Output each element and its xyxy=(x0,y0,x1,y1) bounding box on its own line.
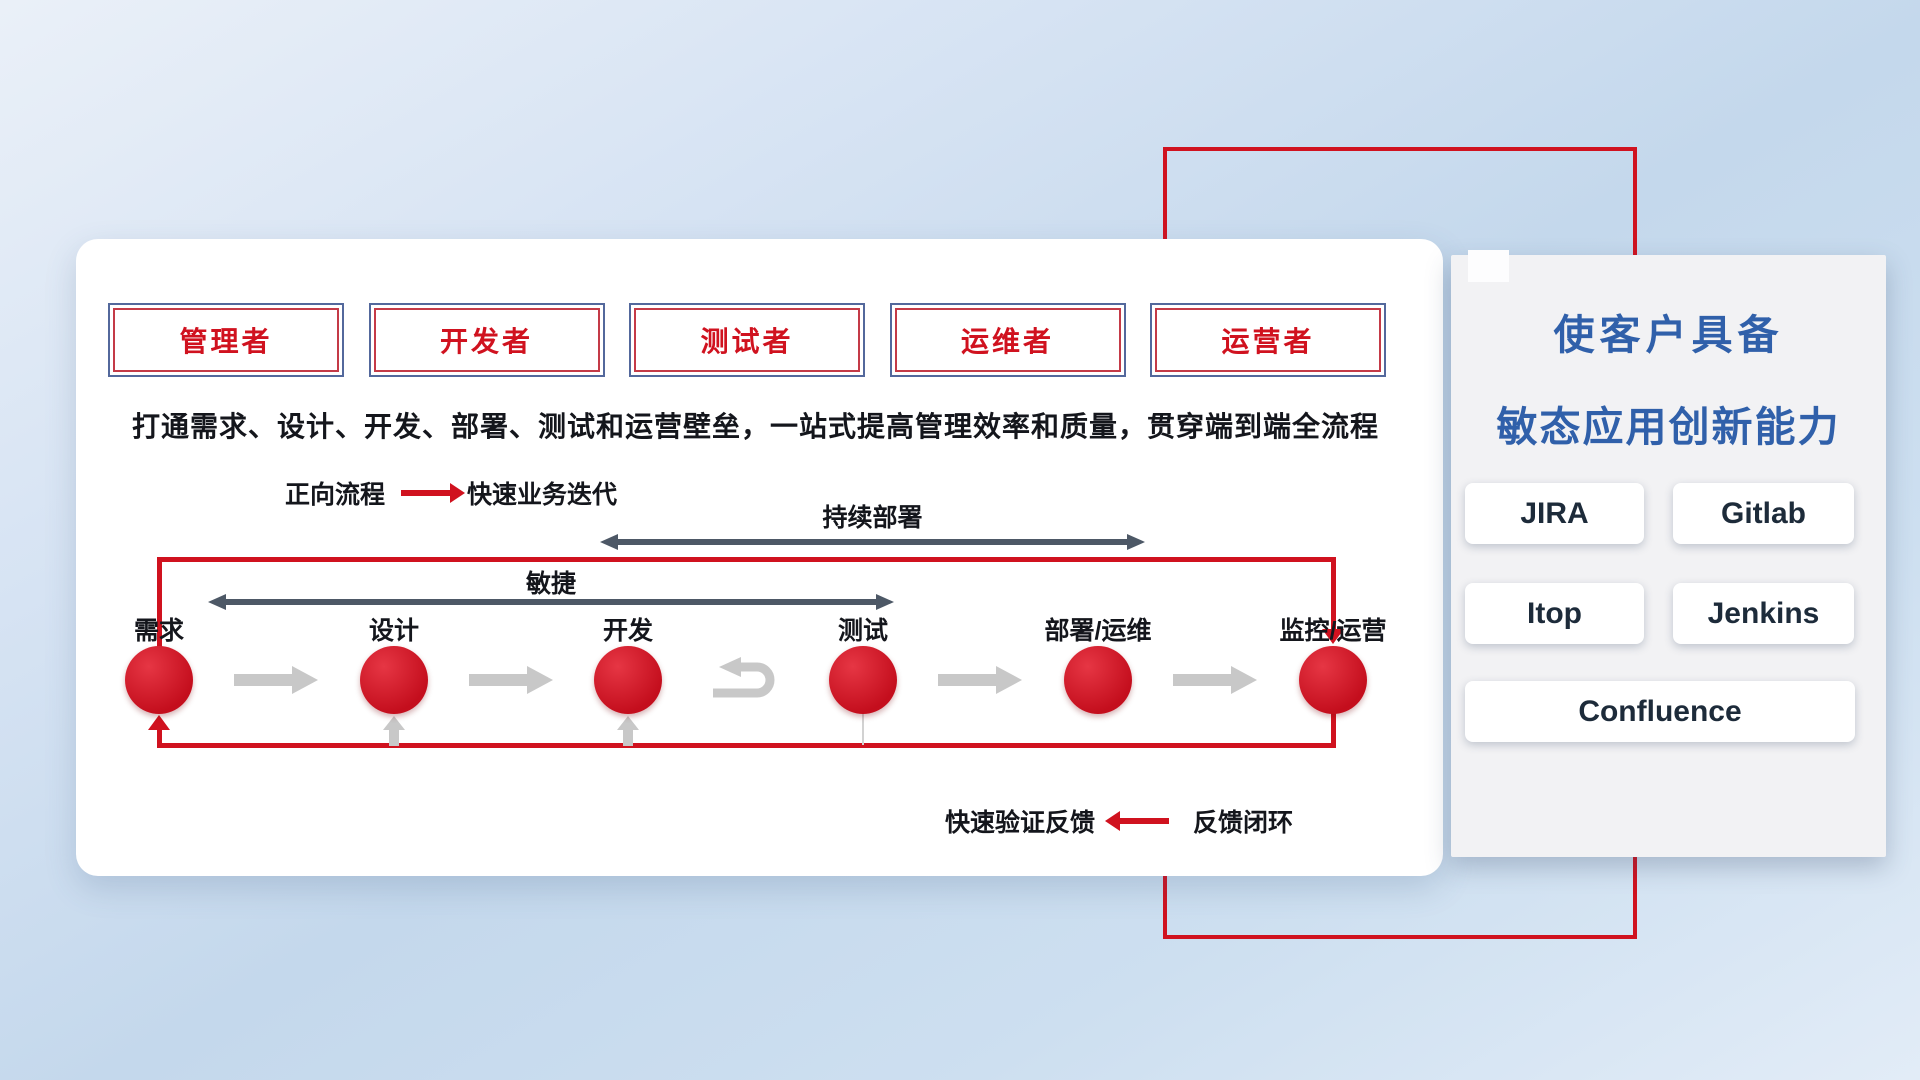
side-panel-title-line1: 使客户具备 xyxy=(1553,312,1784,358)
flow-arrow-icon xyxy=(938,666,1022,694)
role-label: 测试者 xyxy=(700,326,794,357)
forward-arrowhead-down-icon xyxy=(1322,629,1344,644)
stage-label-develop: 开发 xyxy=(602,617,653,645)
stage-label-design: 设计 xyxy=(368,617,419,645)
forward-loop-line-left xyxy=(157,559,162,649)
stage-circle-monitor-operate xyxy=(1299,646,1367,714)
role-label: 管理者 xyxy=(179,326,273,357)
tool-badge-itop: Itop xyxy=(1465,583,1644,644)
tool-badge-confluence: Confluence xyxy=(1465,681,1855,742)
tool-badge-gitlab: Gitlab xyxy=(1673,483,1854,544)
role-box-developer: 开发者 xyxy=(368,303,605,377)
stage-label-deploy-ops: 部署/运维 xyxy=(1044,617,1152,645)
feedback-arrow-icon xyxy=(1105,811,1170,831)
stage-circle-requirements xyxy=(125,646,193,714)
role-box-tester: 测试者 xyxy=(629,303,865,377)
stage-circle-develop xyxy=(594,646,662,714)
agile-label: 敏捷 xyxy=(525,570,576,598)
stage-label-test: 测试 xyxy=(837,617,888,645)
side-panel-title-line2: 敏态应用创新能力 xyxy=(1496,404,1841,450)
feedback-loop-line-right xyxy=(1331,711,1336,745)
feedback-loop-line-left xyxy=(157,728,162,745)
feedback-arrowhead-up-icon xyxy=(148,715,170,730)
main-panel: 管理者 开发者 测试者 运维者 运营者 打通需求、设计、开发、部署、测试和运营壁… xyxy=(76,239,1443,876)
feedback-drop-line xyxy=(862,712,864,745)
role-box-ops: 运维者 xyxy=(889,303,1126,377)
forward-flow-label: 正向流程 xyxy=(285,481,386,509)
stage-label-monitor-operate: 监控/运营 xyxy=(1279,617,1387,645)
legend-feedback: 快速验证反馈 反馈闭环 xyxy=(945,803,1293,839)
forward-arrow-icon xyxy=(401,483,466,503)
decor-corner xyxy=(1468,250,1509,282)
roles-row: 管理者 开发者 测试者 运维者 运营者 xyxy=(108,303,1386,377)
tool-badge-jenkins: Jenkins xyxy=(1673,583,1854,644)
stage-label-requirements: 需求 xyxy=(133,617,184,645)
role-box-manager: 管理者 xyxy=(108,303,344,377)
flow-arrow-icon xyxy=(234,666,318,694)
continuous-deploy-label: 持续部署 xyxy=(822,504,923,532)
feedback-label: 反馈闭环 xyxy=(1193,809,1294,837)
side-panel: 使客户具备 敏态应用创新能力 JIRA Gitlab Itop Jenkins … xyxy=(1451,255,1886,857)
stage-circle-test xyxy=(829,646,897,714)
continuous-deploy-arrow-icon xyxy=(600,534,1145,550)
flow-arrow-icon xyxy=(469,666,553,694)
tool-badge-jira: JIRA xyxy=(1465,483,1644,544)
flow-arrow-icon xyxy=(1173,666,1257,694)
feedback-loop-line-bottom xyxy=(157,743,1336,748)
role-label: 运维者 xyxy=(960,326,1054,357)
stage-circle-deploy-ops xyxy=(1064,646,1132,714)
feedback-value: 快速验证反馈 xyxy=(945,809,1096,837)
agile-arrow-icon xyxy=(208,594,894,610)
iteration-loop-icon xyxy=(713,657,775,698)
forward-loop-line-right xyxy=(1331,559,1336,631)
role-label: 运营者 xyxy=(1221,326,1315,357)
panel-description: 打通需求、设计、开发、部署、测试和运营壁垒，一站式提高管理效率和质量，贯穿端到端… xyxy=(132,411,1380,442)
feedback-up-arrow-icon xyxy=(617,716,639,746)
feedback-up-arrow-icon xyxy=(383,716,405,746)
stage-circle-design xyxy=(360,646,428,714)
forward-loop-line-top xyxy=(157,557,1336,562)
legend-forward-flow: 正向流程 快速业务迭代 xyxy=(285,475,617,511)
forward-flow-value: 快速业务迭代 xyxy=(467,481,618,509)
role-box-operator: 运营者 xyxy=(1150,303,1386,377)
role-label: 开发者 xyxy=(439,326,533,357)
